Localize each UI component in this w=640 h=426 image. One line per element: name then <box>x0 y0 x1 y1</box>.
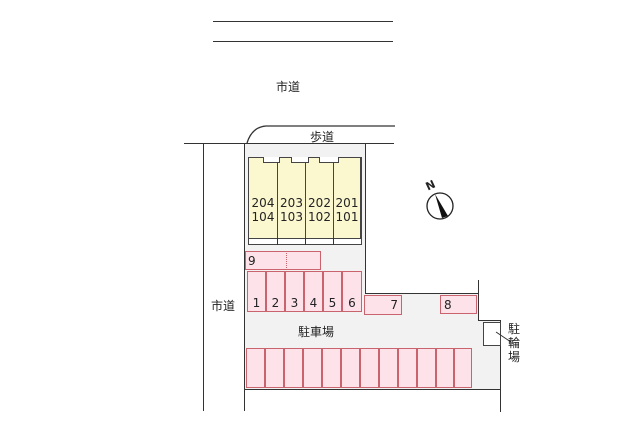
site-boundary-step <box>365 293 479 294</box>
parking-space-bottom <box>454 348 472 388</box>
parking-lot-label: 駐車場 <box>298 325 335 339</box>
left-road-label: 市道 <box>211 299 236 313</box>
balcony-divider <box>333 238 334 245</box>
parking-space-8: 8 <box>440 295 477 314</box>
site-boundary-bottom <box>244 389 501 390</box>
north-compass: N <box>420 178 460 224</box>
parking-dotted-divider <box>286 253 287 268</box>
parking-space-7: 7 <box>364 295 402 315</box>
unit-upper-number: 203 <box>280 196 303 210</box>
unit-lower-number: 101 <box>335 210 359 224</box>
unit-upper-number: 204 <box>251 196 275 210</box>
building-notch <box>319 157 339 163</box>
unit-upper-number: 201 <box>335 196 359 210</box>
site-boundary-far-right <box>500 320 501 412</box>
parking-space-number: 8 <box>444 298 452 312</box>
unit-upper-number: 202 <box>308 196 331 210</box>
sidewalk-curb-curve <box>246 125 395 144</box>
bicycle-parking-char: 輪 <box>507 336 520 350</box>
site-boundary-step-right <box>478 320 500 321</box>
unit-lower-number: 104 <box>251 210 275 224</box>
parking-space-number: 7 <box>390 298 398 312</box>
parking-space-9: 9 <box>245 251 321 270</box>
balcony-divider <box>277 238 278 245</box>
site-boundary-right-upper <box>365 143 366 294</box>
parking-space-bottom <box>341 348 360 388</box>
bicycle-parking-label: 駐 輪 場 <box>507 322 521 364</box>
left-road-edge-outer <box>203 143 204 411</box>
parking-space-bottom <box>360 348 379 388</box>
parking-space-3: 3 <box>285 271 304 312</box>
parking-space-number: 4 <box>309 296 318 310</box>
parking-space-bottom <box>322 348 341 388</box>
left-road-edge-inner <box>244 143 245 411</box>
parking-space-bottom <box>436 348 454 388</box>
top-road-label: 市道 <box>276 80 301 94</box>
parking-space-number: 5 <box>328 296 337 310</box>
bicycle-parking-char: 場 <box>507 350 520 364</box>
parking-space-bottom <box>379 348 398 388</box>
parking-space-bottom <box>246 348 265 388</box>
parking-space-number: 2 <box>271 296 280 310</box>
parking-space-bottom <box>417 348 436 388</box>
parking-space-bottom <box>284 348 303 388</box>
unit-lower-number: 103 <box>280 210 303 224</box>
unit-lower-number: 102 <box>308 210 331 224</box>
bicycle-parking-area <box>483 322 501 346</box>
parking-space-bottom <box>265 348 284 388</box>
parking-space-number: 9 <box>248 254 256 268</box>
parking-space-bottom <box>303 348 322 388</box>
parking-space-bottom <box>398 348 417 388</box>
balcony-divider <box>305 238 306 245</box>
site-boundary-right-mid <box>478 280 479 321</box>
parking-space-number: 1 <box>252 296 261 310</box>
sidewalk-label: 歩道 <box>310 130 335 144</box>
compass-arrow-icon <box>426 192 454 220</box>
top-road-edge-lower <box>213 41 393 42</box>
top-road-edge-upper <box>213 21 393 22</box>
parking-space-number: 6 <box>348 296 356 310</box>
parking-space-5: 5 <box>323 271 342 312</box>
parking-space-4: 4 <box>304 271 323 312</box>
parking-space-1: 1 <box>247 271 266 312</box>
sidewalk-road-edge <box>184 143 394 144</box>
parking-space-6: 6 <box>342 271 362 312</box>
building-notch <box>263 157 280 163</box>
parking-space-2: 2 <box>266 271 285 312</box>
bicycle-parking-char: 駐 <box>507 322 520 336</box>
bicycle-parking-leader-line <box>495 331 512 343</box>
parking-space-number: 3 <box>290 296 299 310</box>
building-notch <box>291 157 309 163</box>
